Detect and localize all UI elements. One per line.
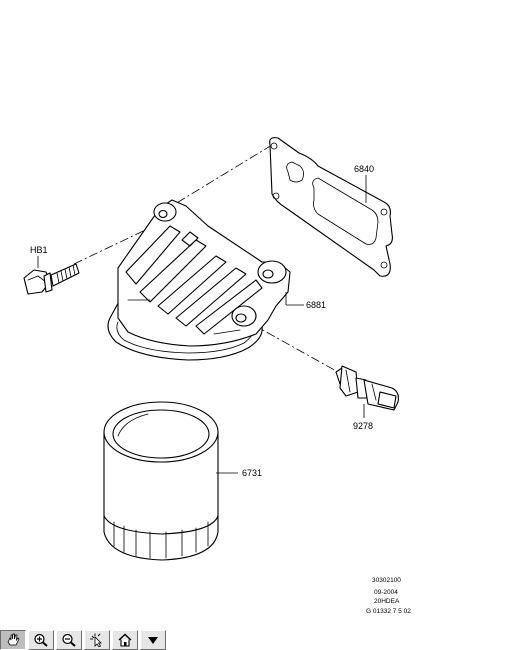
pan-button[interactable] (0, 630, 26, 650)
zoom-out-icon (62, 633, 76, 647)
footer-code-1: 30302100 (372, 577, 401, 584)
zoom-in-button[interactable] (28, 630, 54, 650)
label-6881: 6881 (306, 300, 326, 310)
label-6731: 6731 (242, 468, 262, 478)
select-button[interactable] (84, 630, 110, 650)
dropdown-arrow-icon (148, 637, 158, 644)
zoom-in-icon (34, 633, 48, 647)
centerlines (73, 144, 339, 373)
footer-code-2: 09-2004 (374, 589, 398, 596)
oil-filter-6731[interactable] (103, 401, 219, 561)
viewer-toolbar (0, 630, 166, 650)
leader-lines (37, 175, 367, 474)
parts-diagram: HB1 6840 6881 9278 6731 30302100 09-2004… (23, 137, 411, 615)
footer-code-4: G 01332 7 5 02 (366, 608, 411, 615)
footer-code-3: 20HDEA (374, 598, 400, 605)
label-9278: 9278 (353, 421, 373, 431)
label-6840: 6840 (354, 164, 374, 174)
label-hb1: HB1 (30, 245, 48, 255)
oil-pressure-sensor-9278[interactable] (335, 365, 399, 411)
bolt-hb1[interactable] (23, 263, 80, 295)
pan-hand-icon (7, 633, 20, 646)
home-icon (118, 633, 132, 647)
select-pointer-icon (90, 633, 102, 647)
home-button[interactable] (112, 630, 138, 650)
gasket-6840[interactable] (269, 137, 393, 277)
zoom-out-button[interactable] (56, 630, 82, 650)
menu-dropdown-button[interactable] (140, 630, 166, 650)
oil-filter-adapter-6881[interactable] (107, 199, 291, 361)
